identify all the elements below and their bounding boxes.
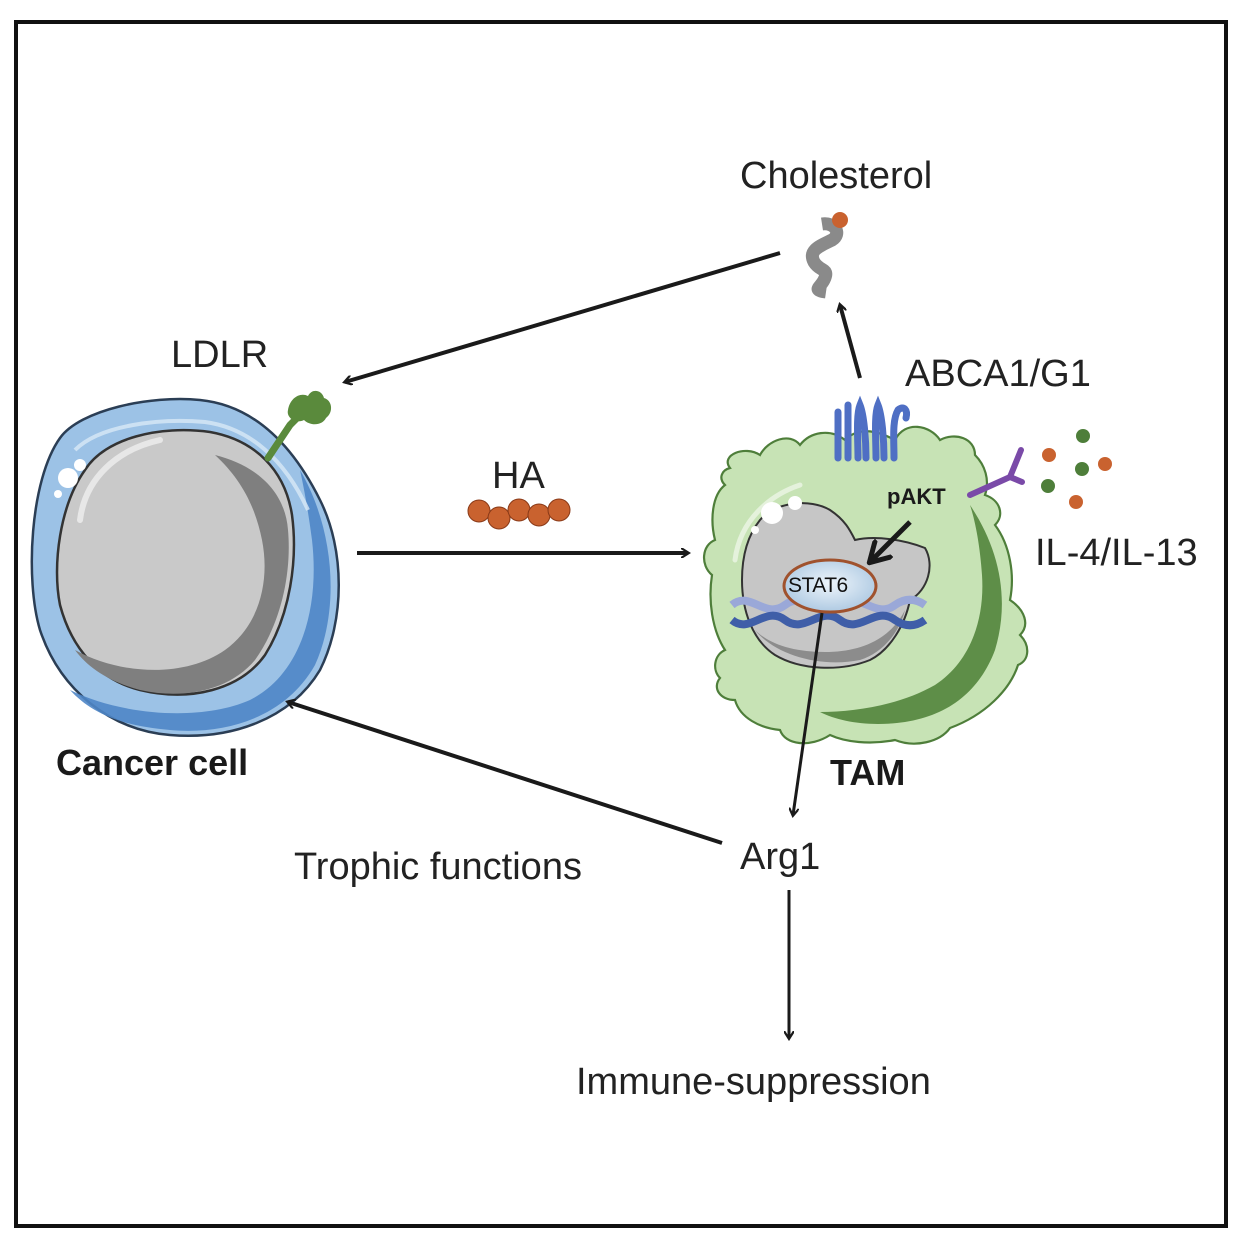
cancer-vesicle	[58, 468, 78, 488]
il4-dot	[1042, 448, 1056, 462]
arrow-cholesterol-to-ldlr	[345, 251, 781, 382]
cytokine-dots	[1041, 429, 1112, 509]
abca1-g1-transporter-icon	[834, 395, 910, 462]
ha-chain-icon	[467, 498, 571, 530]
arg1-label: Arg1	[740, 836, 821, 878]
tam-vesicle	[788, 496, 802, 510]
tam-vesicle	[761, 502, 783, 524]
ha-label: HA	[492, 455, 545, 497]
tam-label: TAM	[830, 752, 906, 793]
tam-body-shade	[820, 505, 1002, 724]
cancer-vesicle	[74, 459, 86, 471]
arrow-stat6-to-arg1	[793, 612, 824, 815]
tam-nucleus-shadow	[755, 610, 905, 663]
cholesterol-molecule-icon	[806, 212, 848, 299]
cancer-cell	[30, 397, 340, 737]
stat6-label: STAT6	[788, 574, 848, 597]
il4-dot	[1098, 457, 1112, 471]
arrow-arg1-to-cancer-cell	[288, 702, 723, 845]
tam-highlight	[732, 482, 803, 563]
il13-dot	[1076, 429, 1090, 443]
ldlr-label: LDLR	[171, 334, 269, 376]
cancer-nucleus-shadow	[75, 455, 289, 694]
abca1-g1-label: ABCA1/G1	[905, 353, 1091, 395]
arrow-pakt-to-stat6	[870, 520, 912, 562]
cancer-cell-membrane-inner-line	[73, 418, 310, 511]
cancer-cell-label: Cancer cell	[56, 742, 249, 783]
ldlr-receptor-icon	[264, 390, 332, 462]
cancer-cell-membrane-shade	[70, 470, 331, 731]
cancer-nucleus	[55, 428, 296, 696]
pakt-label: pAKT	[887, 484, 946, 509]
cancer-nucleus-highlight	[77, 437, 163, 523]
cholesterol-label: Cholesterol	[740, 155, 933, 197]
il4-il13-label: IL-4/IL-13	[1035, 532, 1198, 574]
arrow-abca-to-cholesterol	[840, 305, 862, 379]
il13-dot	[1041, 479, 1055, 493]
immune-suppression-label: Immune-suppression	[576, 1061, 931, 1103]
stat6-oval	[782, 558, 878, 614]
cancer-vesicle	[54, 490, 62, 498]
tam-vesicle	[751, 526, 759, 534]
il4-dot	[1069, 495, 1083, 509]
il13-dot	[1075, 462, 1089, 476]
il4-receptor-icon	[967, 447, 1025, 498]
trophic-functions-label: Trophic functions	[294, 846, 582, 888]
